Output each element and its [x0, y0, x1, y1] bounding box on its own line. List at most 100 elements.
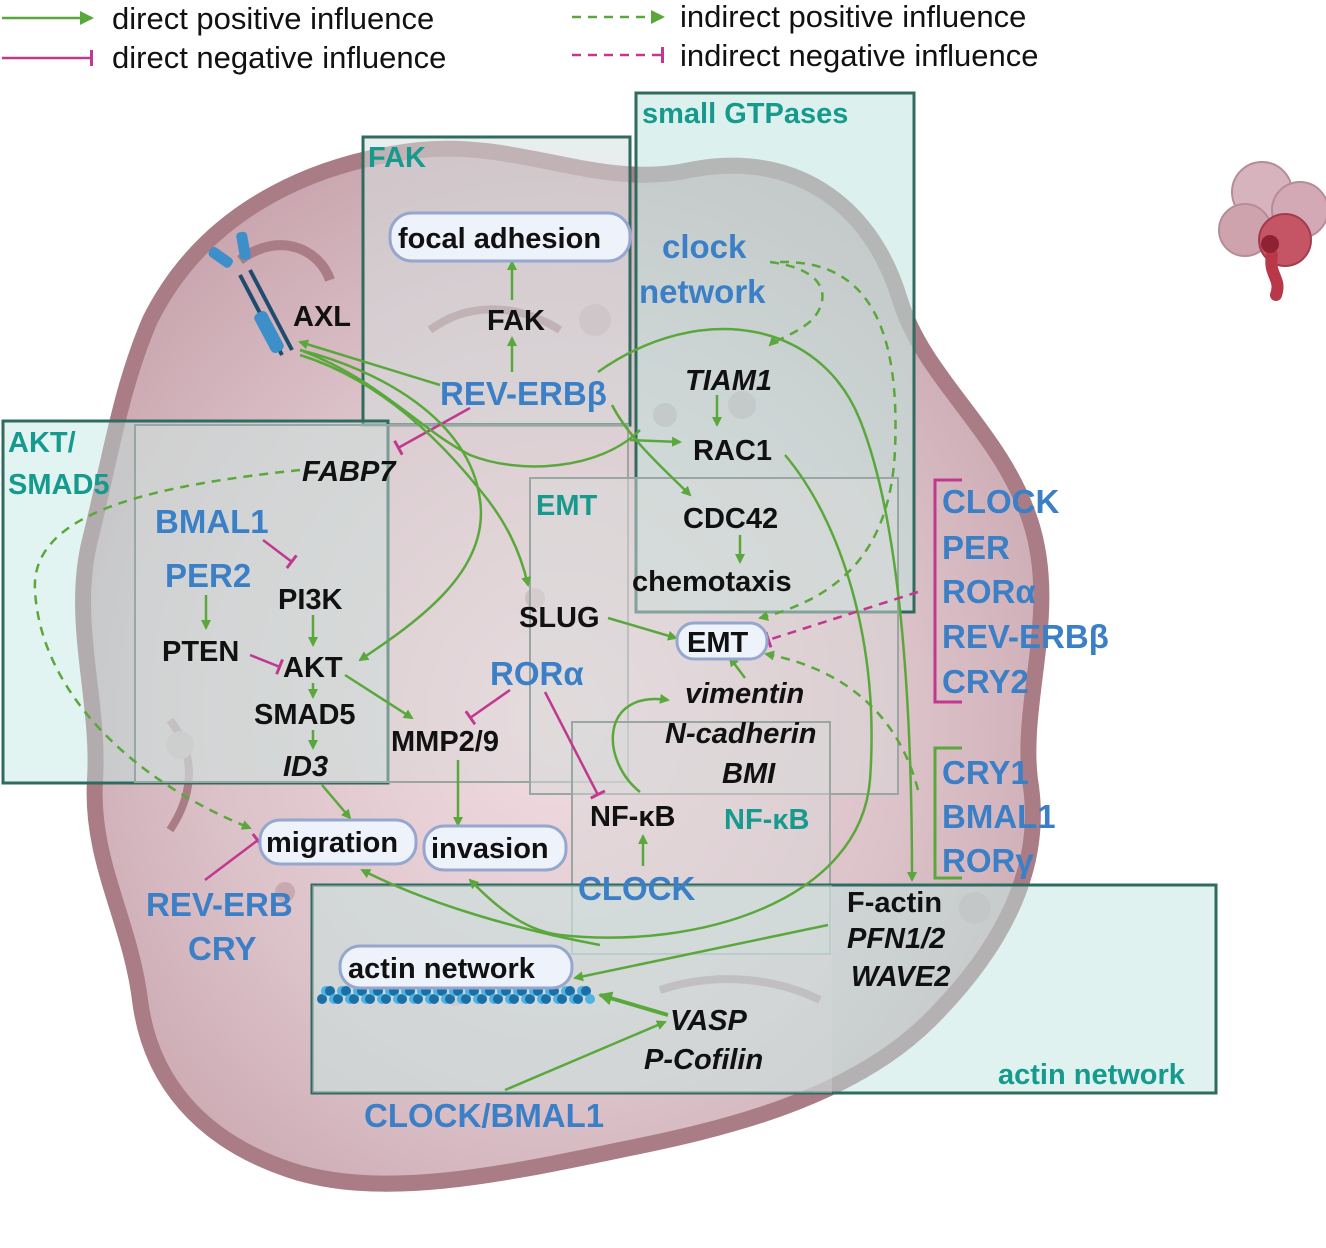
edge-axl-rac1-end — [629, 436, 682, 447]
actin-bead — [317, 994, 327, 1004]
edge-factin-actin — [573, 923, 829, 982]
actin-bead — [573, 994, 583, 1004]
edge-axl-slug — [299, 353, 532, 587]
actin-bead — [341, 986, 351, 996]
node-p-cofilin: P-Cofilin — [644, 1044, 763, 1076]
edge-slug-emt — [607, 616, 678, 641]
node-bmal1: BMAL1 — [155, 503, 269, 540]
node-id3: ID3 — [283, 751, 328, 783]
positive-group-bracket — [933, 746, 962, 880]
node-chemotaxis: chemotaxis — [632, 566, 792, 598]
edge-akt-mmp — [344, 673, 414, 720]
edge-vimentin-emt — [728, 656, 746, 679]
edge-pten-akt — [249, 653, 284, 675]
actin-bead — [581, 986, 591, 996]
legend-indirect-negative: indirect negative influence — [680, 38, 1038, 73]
legend-direct-negative: direct negative influence — [112, 40, 446, 75]
edge-clock-emt — [758, 260, 897, 621]
negative-group-bracket — [933, 478, 962, 704]
pos-gene-bmal1: BMAL1 — [942, 798, 1056, 835]
node-clock: CLOCK — [578, 870, 695, 907]
node-pfn1-2: PFN1/2 — [847, 923, 945, 955]
node-smad5: SMAD5 — [254, 699, 356, 731]
node-vasp: VASP — [670, 1005, 747, 1037]
edge-fabp7-migration — [33, 468, 301, 830]
edge-rora-mmp — [464, 688, 511, 726]
edge-neggroup-emt — [764, 590, 919, 648]
node-rev-erb: REV-ERB — [146, 886, 293, 923]
actin-bead — [557, 994, 567, 1004]
actin-bead — [525, 994, 535, 1004]
edge-reverbb-cdc42 — [610, 404, 692, 497]
edge-reverb-migration — [204, 833, 264, 881]
neg-gene-clock: CLOCK — [942, 483, 1059, 520]
edge-nfkb-vimentin — [611, 693, 670, 793]
node-clock-network-1: clock — [662, 228, 747, 265]
edge-actin-migration — [360, 868, 601, 947]
neg-gene-rev-erbb: REV-ERBβ — [942, 618, 1109, 655]
module-label-small-gtpases: small GTPases — [642, 98, 848, 130]
module-label-akt-1: AKT/ — [8, 427, 76, 459]
positive-group: CRY1 BMAL1 RORγ — [942, 754, 1056, 879]
edge-reverbb-axl — [298, 339, 441, 387]
actin-bead — [445, 994, 455, 1004]
node-tiam1: TIAM1 — [685, 365, 772, 397]
legend-indirect-positive: indirect positive influence — [680, 0, 1026, 34]
node-actin-network: actin network — [348, 953, 536, 985]
actin-bead — [585, 994, 595, 1004]
edge-vasp-actin — [598, 991, 669, 1017]
neg-gene-per: PER — [942, 529, 1010, 566]
actin-bead — [565, 986, 575, 996]
node-cdc42: CDC42 — [683, 503, 778, 535]
node-slug: SLUG — [519, 602, 600, 634]
invasion-box — [422, 824, 568, 872]
axl-receptor-icon — [208, 231, 294, 356]
module-label-actin: actin network — [998, 1059, 1186, 1091]
edge-axl-akt — [299, 348, 483, 662]
actin-network-box — [338, 944, 574, 990]
node-per2: PER2 — [165, 557, 251, 594]
cell-cluster-icon — [1218, 161, 1326, 301]
negative-group: CLOCK PER RORα REV-ERBβ CRY2 — [942, 483, 1109, 700]
edge-id3-migration — [321, 784, 352, 820]
node-emt: EMT — [687, 627, 749, 659]
emt-box — [675, 621, 769, 661]
edge-reverbb-factin — [597, 327, 917, 882]
node-n-cadherin: N-cadherin — [665, 718, 816, 750]
node-nfkb: NF-κB — [590, 801, 675, 833]
vesicle — [275, 882, 295, 902]
actin-bead — [325, 986, 335, 996]
node-migration: migration — [266, 827, 398, 859]
node-akt: AKT — [283, 652, 343, 684]
node-rora: RORα — [490, 655, 584, 692]
edge-reverbb-fabp7 — [393, 406, 471, 456]
legend: direct positive influence direct negativ… — [2, 0, 1038, 75]
actin-bead — [429, 994, 439, 1004]
edge-rac1-invasion — [468, 454, 873, 939]
node-cry: CRY — [188, 930, 256, 967]
node-f-actin: F-actin — [847, 887, 942, 919]
pos-gene-cry1: CRY1 — [942, 754, 1029, 791]
focal-adhesion-box — [388, 211, 632, 263]
module-label-emt: EMT — [536, 490, 598, 522]
edge-bmal1-pi3k — [262, 539, 298, 569]
actin-bead — [509, 994, 519, 1004]
vesicle — [166, 731, 194, 759]
node-rac1: RAC1 — [693, 435, 772, 467]
module-akt-smad5 — [1, 419, 390, 785]
actin-bead — [365, 994, 375, 1004]
node-bmi: BMI — [722, 758, 776, 790]
neg-gene-rora: RORα — [942, 573, 1036, 610]
pos-gene-rorg: RORγ — [942, 842, 1034, 879]
actin-bead — [493, 994, 503, 1004]
node-clock-bmal1: CLOCK/BMAL1 — [364, 1097, 604, 1134]
node-focal-adhesion: focal adhesion — [398, 223, 601, 255]
actin-bead — [461, 994, 471, 1004]
edge-clock-tiam1 — [768, 260, 824, 347]
module-label-nfkb: NF-κB — [724, 804, 809, 836]
node-pten: PTEN — [162, 636, 239, 668]
migration-box — [258, 818, 418, 866]
legend-direct-positive: direct positive influence — [112, 1, 434, 36]
module-label-fak: FAK — [368, 142, 426, 174]
